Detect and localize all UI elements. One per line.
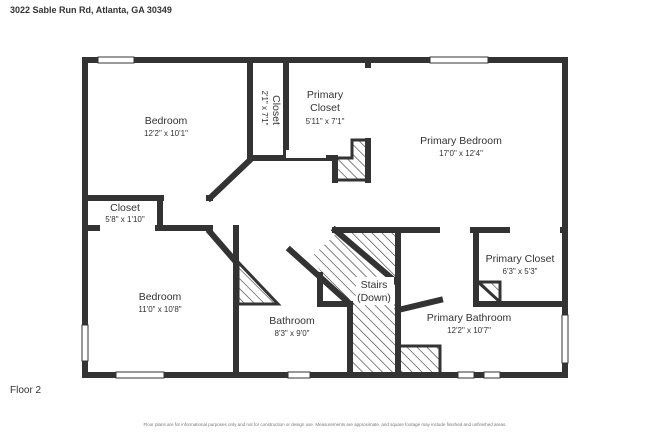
- room-primary-closet-top: Primary Closet 5'11" x 7'1": [306, 89, 345, 126]
- door-opening: [100, 225, 155, 231]
- window: [97, 56, 135, 64]
- wall: [205, 155, 255, 203]
- room-name: Primary: [307, 89, 344, 101]
- room-name: Primary Bathroom: [427, 312, 512, 324]
- room-primary-closet-right: Primary Closet 6'3" x 5'3": [486, 253, 555, 276]
- window: [483, 371, 501, 379]
- room-name: Bathroom: [269, 315, 315, 327]
- primary-closet-corner-hatch: [474, 280, 502, 306]
- windows: [81, 56, 569, 379]
- room-name: Bedroom: [139, 291, 182, 303]
- room-dimensions: 11'0" x 10'8": [138, 305, 181, 314]
- stair-hatch-upper-right: [342, 232, 396, 278]
- room-closet-hall: Closet 5'8" x 1'10": [105, 202, 145, 224]
- room-dimensions: 2'1" x 7'1": [260, 91, 269, 126]
- room-dimensions: 17'0" x 12'4": [439, 149, 483, 158]
- disclaimer: Floor plans are for informational purpos…: [143, 422, 507, 427]
- room-dimensions: 5'11" x 7'1": [306, 117, 345, 126]
- exterior-wall: [82, 57, 568, 378]
- window: [561, 314, 569, 364]
- door-opening: [332, 190, 338, 218]
- room-name: (Down): [357, 292, 391, 304]
- wall: [330, 225, 401, 287]
- room-name: Primary Bedroom: [420, 135, 502, 147]
- room-name: Closet: [270, 95, 282, 125]
- room-bedroom-nw: Bedroom 12'2" x 10'1": [144, 115, 188, 138]
- room-dimensions: 8'3" x 9'0": [275, 329, 310, 338]
- primary-bath-corner-hatch: [396, 344, 442, 376]
- door-opening: [286, 150, 326, 158]
- room-dimensions: 12'2" x 10'1": [144, 129, 188, 138]
- room-name: Primary Closet: [486, 253, 555, 265]
- window: [457, 371, 475, 379]
- room-dimensions: 12'2" x 10'7": [447, 326, 491, 335]
- closet-corner-hatch: [333, 138, 370, 182]
- door-opening: [510, 227, 560, 233]
- window: [81, 324, 89, 362]
- floor-label: Floor 2: [10, 385, 42, 396]
- stair-hatch-lower: [350, 302, 396, 374]
- room-name: Closet: [110, 202, 140, 214]
- room-closet-small: Closet 2'1" x 7'1": [260, 91, 282, 126]
- room-name: Stairs: [361, 279, 388, 291]
- wall: [394, 296, 444, 314]
- window: [287, 371, 311, 379]
- door-opening: [164, 195, 206, 201]
- property-address: 3022 Sable Run Rd, Atlanta, GA 30349: [10, 5, 172, 15]
- room-dimensions: 5'8" x 1'10": [105, 215, 145, 224]
- room-bathroom: Bathroom 8'3" x 9'0": [269, 315, 315, 338]
- window: [429, 56, 489, 64]
- door-opening: [365, 68, 371, 138]
- wall: [205, 227, 241, 267]
- room-dimensions: 6'3" x 5'3": [503, 267, 538, 276]
- door-opening: [440, 227, 470, 233]
- room-name: Bedroom: [145, 115, 188, 127]
- room-primary-bathroom: Primary Bathroom 12'2" x 10'7": [427, 312, 512, 335]
- room-bedroom-sw: Bedroom 11'0" x 10'8": [138, 291, 181, 314]
- bathroom-corner-hatch: [236, 258, 282, 306]
- room-stairs: Stairs (Down): [356, 277, 394, 305]
- room-name: Closet: [310, 102, 340, 114]
- room-primary-bedroom: Primary Bedroom 17'0" x 12'4": [420, 135, 502, 158]
- door-opening: [253, 100, 283, 106]
- window: [115, 371, 165, 379]
